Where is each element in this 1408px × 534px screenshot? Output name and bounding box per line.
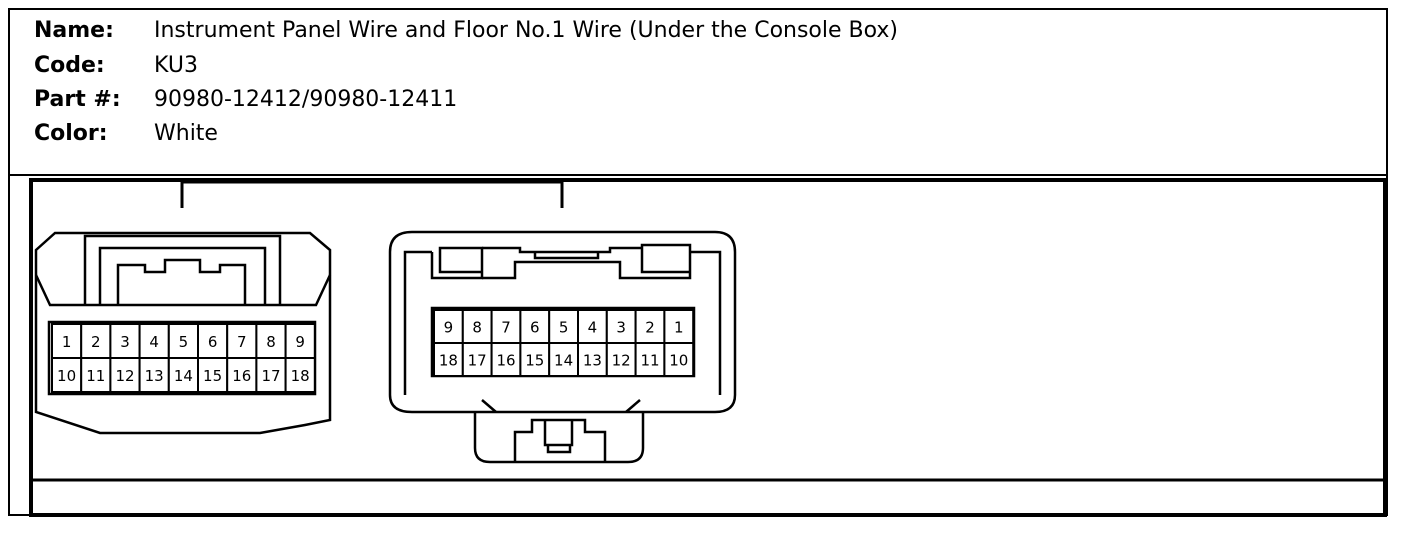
- right-pin-label: 4: [588, 319, 598, 337]
- right-pin-cell: [663, 342, 695, 377]
- right-pin-label: 10: [669, 352, 688, 370]
- right-pin-label: 14: [554, 352, 573, 370]
- right-pin-label: 8: [472, 319, 482, 337]
- right-pin-label: 2: [645, 319, 655, 337]
- left-pin-label: 12: [115, 367, 134, 385]
- left-connector-shoulder: [34, 274, 332, 307]
- left-pin-label: 18: [291, 367, 310, 385]
- left-pin-label: 14: [174, 367, 193, 385]
- right-pin-cell: [548, 309, 580, 344]
- left-connector-lock: [116, 258, 247, 305]
- mating-bracket: [180, 180, 564, 208]
- right-pin-cell: [577, 309, 608, 344]
- right-pin-label: 13: [583, 352, 602, 370]
- name-label: Name:: [34, 18, 114, 43]
- left-pin-label: 16: [232, 367, 251, 385]
- color-label: Color:: [34, 121, 108, 146]
- left-connector-inner-latch: [98, 246, 267, 305]
- right-pin-label: 15: [525, 352, 544, 370]
- left-connector: [34, 231, 332, 435]
- left-pin-label: 10: [57, 367, 76, 385]
- left-pin-label: 15: [203, 367, 222, 385]
- right-pin-label: 7: [501, 319, 511, 337]
- right-connector-bottom-chamfer: [481, 399, 641, 413]
- right-pin-cell: [634, 342, 666, 377]
- right-pin-label: 17: [468, 352, 487, 370]
- right-pin-label: 1: [674, 319, 684, 337]
- right-pin-label: 18: [439, 352, 458, 370]
- left-pin-cell: [284, 357, 316, 393]
- part-value: 90980-12412/90980-12411: [154, 87, 458, 112]
- right-pin-label: 11: [640, 352, 659, 370]
- name-value: Instrument Panel Wire and Floor No.1 Wir…: [154, 18, 899, 43]
- color-value: White: [154, 121, 218, 146]
- right-pin-label: 6: [530, 319, 540, 337]
- left-pin-cell: [226, 357, 258, 393]
- left-pin-label: 1: [62, 333, 72, 351]
- right-connector-inner-right: [690, 250, 722, 395]
- right-pin-cell: [490, 342, 522, 377]
- right-connector-center-body: [482, 260, 632, 280]
- left-pin-cell: [226, 323, 258, 359]
- left-pin-label: 17: [261, 367, 280, 385]
- code-label: Code:: [34, 53, 105, 78]
- left-connector-housing: [34, 231, 332, 435]
- left-pin-label: 9: [295, 333, 305, 351]
- left-pin-label: 13: [145, 367, 164, 385]
- left-pin-label: 7: [237, 333, 247, 351]
- code-value: KU3: [154, 53, 198, 78]
- right-connector: [388, 230, 737, 464]
- left-pin-label: 5: [179, 333, 189, 351]
- right-connector-housing: [388, 230, 737, 414]
- left-pin-cell: [109, 323, 141, 359]
- left-pin-cell: [109, 357, 141, 393]
- right-connector-inner-left: [403, 250, 432, 395]
- left-pin-label: 11: [86, 367, 105, 385]
- right-pin-cell: [663, 309, 695, 344]
- right-connector-lock-key: [543, 420, 574, 454]
- right-connector-lock-frame: [513, 418, 607, 462]
- right-connector-top-key: [533, 252, 600, 260]
- left-pin-label: 8: [266, 333, 276, 351]
- right-pin-label: 16: [496, 352, 515, 370]
- right-connector-top-rail: [482, 246, 642, 254]
- right-pin-label: 5: [559, 319, 569, 337]
- left-pin-label: 6: [208, 333, 218, 351]
- left-pin-label: 4: [149, 333, 159, 351]
- left-pin-cell: [284, 323, 316, 359]
- drawing-box: [29, 178, 1387, 517]
- left-pin-label: 3: [120, 333, 130, 351]
- left-pin-cell: [51, 357, 83, 393]
- right-pin-label: 9: [444, 319, 454, 337]
- left-pin-cell: [255, 357, 287, 393]
- right-pin-label: 3: [616, 319, 626, 337]
- right-connector-left-tab: [430, 246, 484, 280]
- left-pin-label: 2: [91, 333, 101, 351]
- right-connector-lock-tab: [473, 412, 645, 464]
- right-pin-label: 12: [612, 352, 631, 370]
- left-connector-outer-latch: [83, 234, 282, 305]
- part-label: Part #:: [34, 87, 121, 112]
- right-connector-right-tab: [632, 243, 692, 280]
